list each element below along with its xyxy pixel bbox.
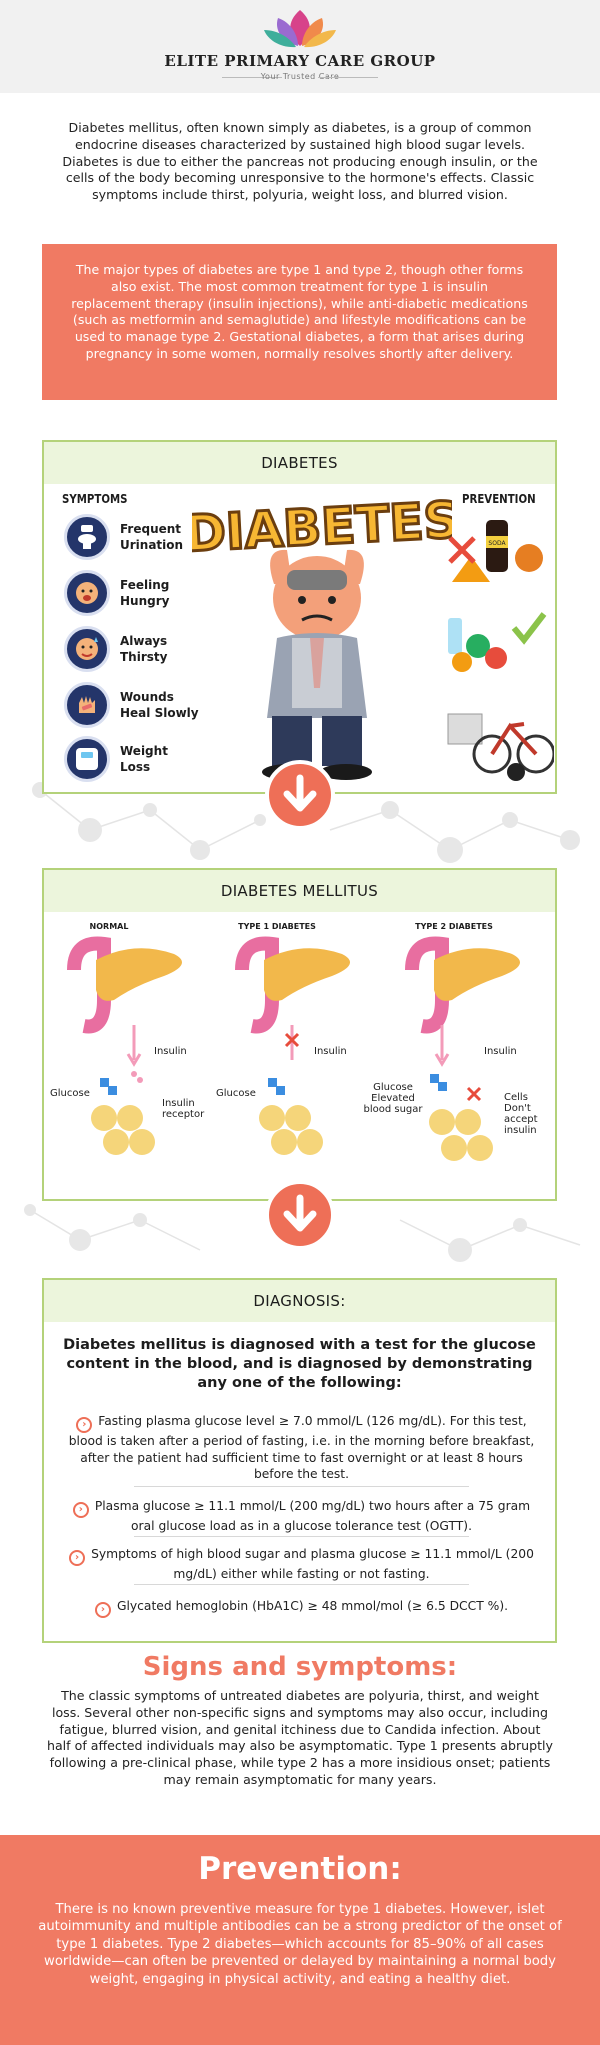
tagline-rule-left: [222, 77, 282, 78]
pancreas-type2-icon: [405, 936, 520, 1067]
signs-title: Signs and symptoms:: [142, 1652, 458, 1682]
insulin-label-type1: Insulin: [314, 1046, 347, 1057]
tagline: Your Trusted Care: [260, 72, 340, 81]
intro-paragraph: Diabetes mellitus, often known simply as…: [62, 120, 538, 203]
chevron-right-icon: ›: [72, 1502, 89, 1518]
bandaged-hand-icon: [64, 682, 110, 728]
divider: [134, 1486, 469, 1487]
chevron-right-icon: ›: [76, 1417, 93, 1433]
glucose-label-type1: Glucose: [216, 1088, 256, 1099]
symptom-label: Weight Loss: [120, 744, 168, 774]
insulin-label-type2: Insulin: [484, 1046, 517, 1057]
toilet-icon: [64, 514, 110, 560]
glucose-label-normal: Glucose: [50, 1088, 90, 1099]
symptom-always-thirsty: Always Thirsty: [64, 626, 200, 672]
diagnosis-item: › Plasma glucose ≥ 11.1 mmol/L (200 mg/dL…: [64, 1498, 539, 1535]
chevron-right-icon: ›: [69, 1550, 86, 1566]
soda-label: SODA: [488, 540, 506, 547]
column-title-normal: NORMAL: [89, 922, 129, 931]
prevention-heading: PREVENTION: [462, 492, 536, 506]
cells-label-type2: Cells Don't accept insulin: [504, 1092, 538, 1136]
glucose-cells-normal-icon: [91, 1071, 155, 1155]
divider: [134, 1536, 469, 1537]
bicycle-icon: [447, 713, 554, 781]
cell-illustrations: [91, 1071, 493, 1161]
symptom-frequent-urination: Frequent Urination: [64, 514, 200, 560]
prevention-paragraph: There is no known preventive measure for…: [38, 1902, 562, 1987]
symptom-wounds-heal-slowly: Wounds Heal Slowly: [64, 682, 200, 728]
diagnosis-panel-title: DIAGNOSIS:: [44, 1280, 555, 1322]
healthy-food-icon: [448, 612, 547, 672]
hungry-face-icon: [64, 570, 110, 616]
mellitus-panel-title: DIABETES MELLITUS: [44, 870, 555, 912]
pancreas-type1-icon: [235, 936, 350, 1060]
diagnosis-item-text: Glycated hemoglobin (HbA1C) ≥ 48 mmol/mo…: [116, 1599, 509, 1613]
glucose-cells-type1-icon: [259, 1078, 323, 1155]
signs-paragraph: The classic symptoms of untreated diabet…: [46, 1688, 553, 1787]
symptom-label: Feeling Hungry: [120, 578, 170, 608]
diabetic-man-illustration: DIABETES: [192, 489, 452, 780]
insulin-label-normal: Insulin: [154, 1046, 187, 1057]
thirsty-face-icon: [64, 626, 110, 672]
header: ELITE PRIMARY CARE GROUP Your Trusted Ca…: [0, 0, 600, 93]
diagnosis-item: › Symptoms of high blood sugar and plasma…: [64, 1546, 539, 1583]
symptom-label: Frequent Urination: [120, 522, 184, 552]
lotus-icon: [264, 10, 336, 48]
diagnosis-item-text: Symptoms of high blood sugar and plasma …: [91, 1547, 534, 1581]
diabetes-panel: DIABETES SYMPTOMS PREVENTION Frequent Ur…: [42, 440, 557, 794]
symptoms-heading: SYMPTOMS: [62, 492, 128, 506]
symptom-label: Always Thirsty: [120, 634, 168, 664]
glucose-cells-type2-icon: [429, 1074, 493, 1161]
diagnosis-item: › Glycated hemoglobin (HbA1C) ≥ 48 mmol/m…: [64, 1598, 539, 1618]
scale-icon: [64, 736, 110, 782]
glucose-label-type2: Glucose Elevated blood sugar: [363, 1082, 423, 1115]
diagnosis-panel: DIAGNOSIS: Diabetes mellitus is diagnose…: [42, 1278, 557, 1643]
symptom-feeling-hungry: Feeling Hungry: [64, 570, 200, 616]
diabetes-panel-title: DIABETES: [44, 442, 555, 484]
diabetes-mellitus-panel: DIABETES MELLITUS NORMAL TYPE 1 DIABETES…: [42, 868, 557, 1201]
prevention-title: Prevention:: [198, 1851, 402, 1887]
diabetes-banner-text: DIABETES: [192, 491, 452, 563]
diagnosis-intro: Diabetes mellitus is diagnosed with a te…: [63, 1337, 536, 1391]
column-title-type2: TYPE 2 DIABETES: [415, 922, 493, 931]
tagline-rule-right: [318, 77, 378, 78]
column-title-type1: TYPE 1 DIABETES: [238, 922, 316, 931]
diabetes-types-box: The major types of diabetes are type 1 a…: [42, 244, 557, 400]
junk-food-icon: SODA: [448, 520, 543, 582]
down-arrow-icon: [265, 1180, 335, 1250]
receptor-label-normal: Insulin receptor: [162, 1098, 205, 1120]
symptom-weight-loss: Weight Loss: [64, 736, 200, 782]
prevention-illustrations: SODA: [447, 520, 554, 781]
diagnosis-item-text: Fasting plasma glucose level ≥ 7.0 mmol/…: [68, 1414, 535, 1481]
down-arrow-icon: [265, 760, 335, 830]
pancreas-illustrations: [67, 936, 520, 1067]
diagnosis-item: ›Fasting plasma glucose level ≥ 7.0 mmol…: [64, 1413, 539, 1483]
diagnosis-item-text: Plasma glucose ≥ 11.1 mmol/L (200 mg/dL)…: [94, 1499, 531, 1533]
pancreas-normal-icon: [67, 936, 182, 1067]
symptom-label: Wounds Heal Slowly: [120, 690, 199, 720]
chevron-right-icon: ›: [94, 1602, 111, 1618]
prevention-section: Prevention: There is no known preventive…: [0, 1835, 600, 2045]
divider: [134, 1584, 469, 1585]
brand-name: ELITE PRIMARY CARE GROUP: [164, 52, 436, 70]
